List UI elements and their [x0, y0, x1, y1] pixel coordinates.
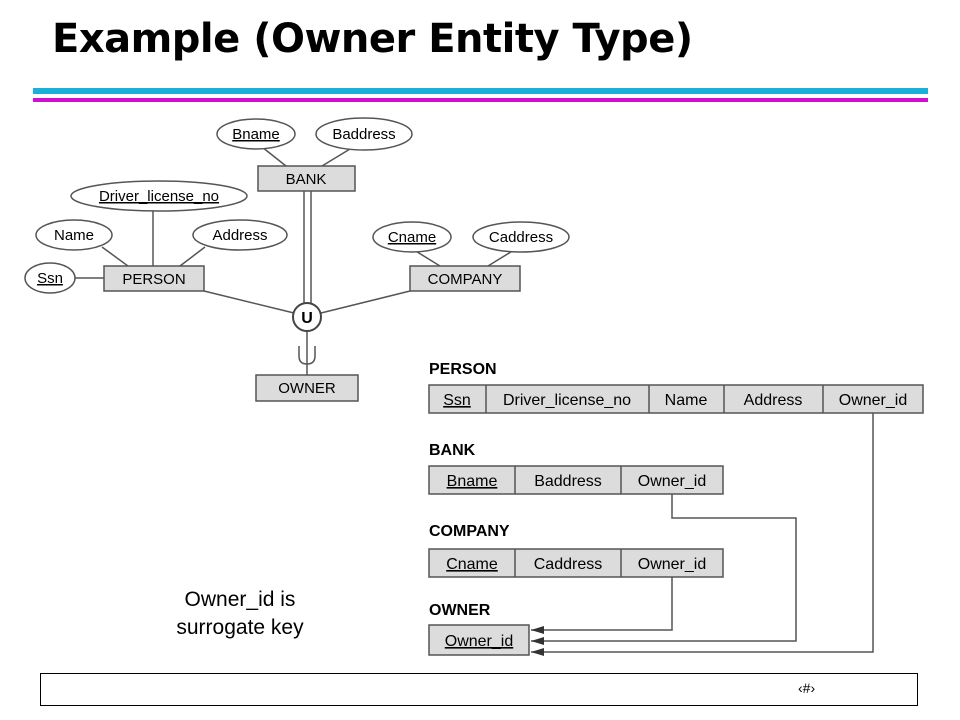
- line-name-person: [101, 246, 129, 267]
- fk-company-owner: [531, 577, 673, 631]
- er-entities: BANK PERSON COMPANY OWNER: [103, 165, 521, 402]
- entity-owner: OWNER: [255, 374, 359, 402]
- er-attributes: Bname Baddress Driver_license_no Name Ad…: [24, 117, 570, 294]
- attr-caddress: Caddress: [472, 221, 570, 253]
- person-col-owner-id: Owner_id: [839, 392, 907, 409]
- attr-name-label: Name: [54, 227, 94, 244]
- table-bank: BANK Bname Baddress Owner_id: [428, 442, 724, 495]
- table-owner-name: OWNER: [429, 602, 491, 619]
- arrowhead-person: [531, 648, 544, 656]
- title-underline-bottom: [33, 98, 928, 102]
- table-person: PERSON Ssn Driver_license_no Name Addres…: [428, 361, 924, 414]
- bank-col-bname: Bname: [447, 473, 498, 490]
- fk-person-owner: [531, 413, 874, 653]
- attr-caddress-label: Caddress: [489, 229, 553, 246]
- attr-ssn: Ssn: [24, 262, 76, 294]
- subset-symbol: [298, 346, 316, 365]
- entity-bank-label: BANK: [286, 171, 327, 188]
- attr-address-label: Address: [212, 227, 267, 244]
- entity-company-label: COMPANY: [428, 271, 503, 288]
- line-company-union: [320, 290, 411, 314]
- er-diagram: [74, 146, 515, 375]
- attr-cname: Cname: [372, 221, 452, 253]
- union-symbol-label: U: [301, 310, 313, 327]
- person-col-ssn: Ssn: [443, 392, 471, 409]
- bank-col-owner-id: Owner_id: [638, 473, 706, 490]
- entity-person: PERSON: [103, 265, 205, 292]
- company-col-caddress: Caddress: [534, 556, 602, 573]
- line-person-union: [203, 290, 295, 314]
- table-owner: OWNER Owner_id: [428, 602, 530, 656]
- union-circle: U: [292, 302, 322, 332]
- line-address-person: [179, 246, 206, 267]
- slide-title: Example (Owner Entity Type): [52, 16, 693, 62]
- line-caddress-company: [487, 249, 515, 267]
- attr-driver-license-no-label: Driver_license_no: [99, 188, 219, 205]
- attr-cname-label: Cname: [388, 229, 436, 246]
- attr-baddress: Baddress: [315, 117, 413, 151]
- footer-box: [40, 673, 918, 706]
- company-col-owner-id: Owner_id: [638, 556, 706, 573]
- entity-owner-label: OWNER: [278, 380, 336, 397]
- table-company-name: COMPANY: [429, 523, 510, 540]
- arrowhead-company: [531, 626, 544, 634]
- fk-arrowheads: [531, 626, 544, 656]
- bank-col-baddress: Baddress: [534, 473, 602, 490]
- table-bank-name: BANK: [429, 442, 476, 459]
- person-col-driver-license-no: Driver_license_no: [503, 392, 631, 409]
- attr-ssn-label: Ssn: [37, 270, 63, 287]
- person-col-name: Name: [665, 392, 708, 409]
- line-bname-bank: [261, 146, 287, 167]
- table-company: COMPANY Cname Caddress Owner_id: [428, 523, 724, 578]
- entity-person-label: PERSON: [122, 271, 185, 288]
- fk-bank-owner: [531, 494, 797, 642]
- arrowhead-bank: [531, 637, 544, 645]
- attr-baddress-label: Baddress: [332, 126, 395, 143]
- entity-company: COMPANY: [409, 265, 521, 292]
- company-col-cname: Cname: [446, 556, 498, 573]
- slide-number: ‹#›: [798, 680, 816, 696]
- attr-bname: Bname: [216, 118, 296, 150]
- entity-bank: BANK: [257, 165, 356, 192]
- line-cname-company: [413, 249, 441, 267]
- attr-driver-license-no: Driver_license_no: [70, 180, 248, 212]
- line-baddress-bank: [321, 148, 351, 167]
- title-underline-top: [33, 88, 928, 94]
- attr-address: Address: [192, 219, 288, 251]
- table-person-name: PERSON: [429, 361, 497, 378]
- surrogate-key-note: Owner_id is surrogate key: [176, 588, 304, 639]
- fk-arrows: [531, 413, 874, 653]
- owner-col-owner-id: Owner_id: [445, 633, 513, 650]
- person-col-address: Address: [744, 392, 803, 409]
- attr-name: Name: [35, 219, 113, 251]
- attr-bname-label: Bname: [232, 126, 280, 143]
